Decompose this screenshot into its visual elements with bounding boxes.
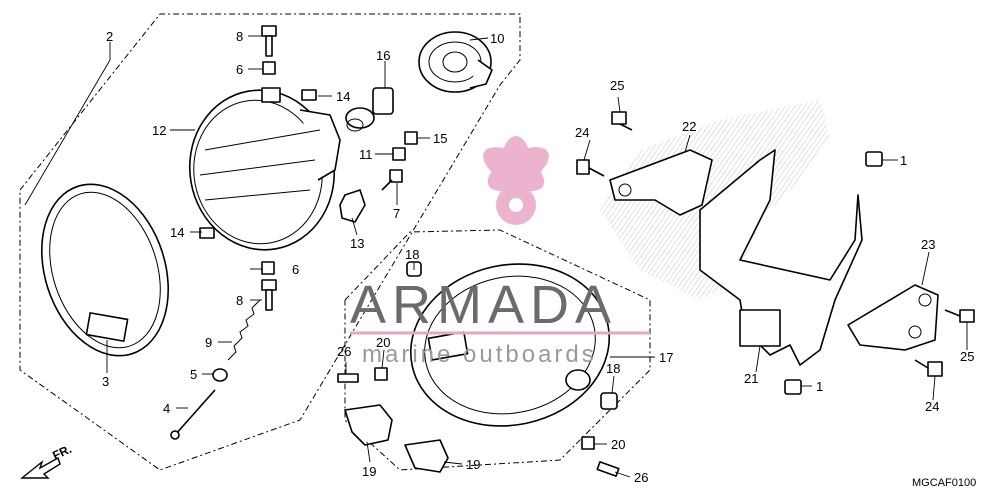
callout-label: 15 [433, 131, 447, 146]
callout-label: 2 [106, 29, 113, 44]
bolt-25-upper [611, 111, 633, 131]
bolt-26-lower [596, 461, 620, 477]
callout-label: 14 [336, 89, 350, 104]
callout-label: 1 [816, 379, 823, 394]
callout-label: 4 [163, 401, 170, 416]
nut-20-upper [374, 367, 388, 381]
screw-7 [381, 169, 403, 191]
headlight-unit [188, 87, 341, 251]
callout-label: 19 [466, 457, 480, 472]
callout-label: 10 [490, 31, 504, 46]
collar-18-lower [600, 392, 618, 410]
clip-14-upper [301, 89, 317, 101]
callout-label: 20 [376, 335, 390, 350]
callout-label: 13 [350, 236, 364, 251]
watermark-subtitle: marine outboards [362, 341, 597, 368]
callout-label: 24 [575, 125, 589, 140]
callout-label: 26 [337, 344, 351, 359]
front-direction-label: FR. [50, 442, 73, 463]
nut-1-upper [865, 151, 883, 167]
callout-label: 20 [611, 437, 625, 452]
group-outline-left [19, 13, 521, 471]
callout-label: 11 [359, 147, 373, 162]
callout-label: 16 [376, 48, 390, 63]
callout-label: 25 [960, 349, 974, 364]
callout-labels: 2 8 6 16 10 14 12 15 11 7 13 14 6 8 9 5 … [102, 29, 974, 485]
callout-label: 18 [405, 247, 419, 262]
headlight-rim [40, 183, 170, 357]
bolt-24-upper [576, 159, 605, 177]
callout-label: 8 [236, 293, 243, 308]
bulb [345, 87, 394, 132]
watermark-brand: ARMADA [350, 275, 617, 335]
bracket-plate [847, 284, 939, 351]
stay-upper [609, 149, 713, 216]
clamp-upper [344, 404, 393, 446]
bolt-26-upper [337, 373, 359, 383]
watermark: ARMADA marine outboards [350, 136, 650, 368]
socket-cover [418, 31, 493, 93]
callout-label: 6 [236, 62, 243, 77]
bolt-8-lower [261, 279, 277, 311]
callout-label: 5 [190, 367, 197, 382]
callout-label: 6 [292, 262, 299, 277]
callout-label: 14 [170, 225, 184, 240]
nut-6-lower [261, 261, 275, 275]
callout-label: 9 [205, 335, 212, 350]
nut-11 [392, 147, 406, 161]
clamp-lower [404, 439, 449, 473]
callout-label: 26 [634, 470, 648, 485]
bolt-25-lower [944, 309, 975, 323]
nut-15 [404, 131, 418, 145]
nut-6-upper [262, 61, 276, 75]
callout-label: 23 [921, 237, 935, 252]
callout-label: 17 [659, 350, 673, 365]
bolt-8-upper [261, 25, 277, 57]
nut-20-lower [581, 436, 595, 450]
clip-14-lower [199, 227, 215, 239]
callout-label: 8 [236, 29, 243, 44]
washer-5 [212, 368, 228, 382]
leader-lines [24, 35, 968, 478]
callout-label: 24 [925, 399, 939, 414]
nut-1-lower [784, 379, 802, 395]
callout-label: 19 [362, 464, 376, 479]
bolt-24-lower [914, 359, 943, 377]
watermark-propeller-logo [483, 136, 549, 225]
callout-label: 7 [393, 206, 400, 221]
headlight-case [409, 263, 611, 427]
callout-label: 22 [682, 119, 696, 134]
callout-label: 12 [152, 123, 166, 138]
adjuster-13 [339, 189, 366, 223]
diagram-code: MGCAF0100 [912, 477, 976, 489]
headlight-bracket-stay [699, 149, 863, 366]
callout-label: 25 [610, 78, 624, 93]
front-direction-arrow: FR. [20, 442, 74, 479]
callout-label: 21 [744, 371, 758, 386]
callout-label: 18 [606, 361, 620, 376]
spring-9 [227, 299, 261, 361]
callout-label: 1 [900, 153, 907, 168]
screw-4 [170, 389, 216, 440]
callout-label: 3 [102, 374, 109, 389]
